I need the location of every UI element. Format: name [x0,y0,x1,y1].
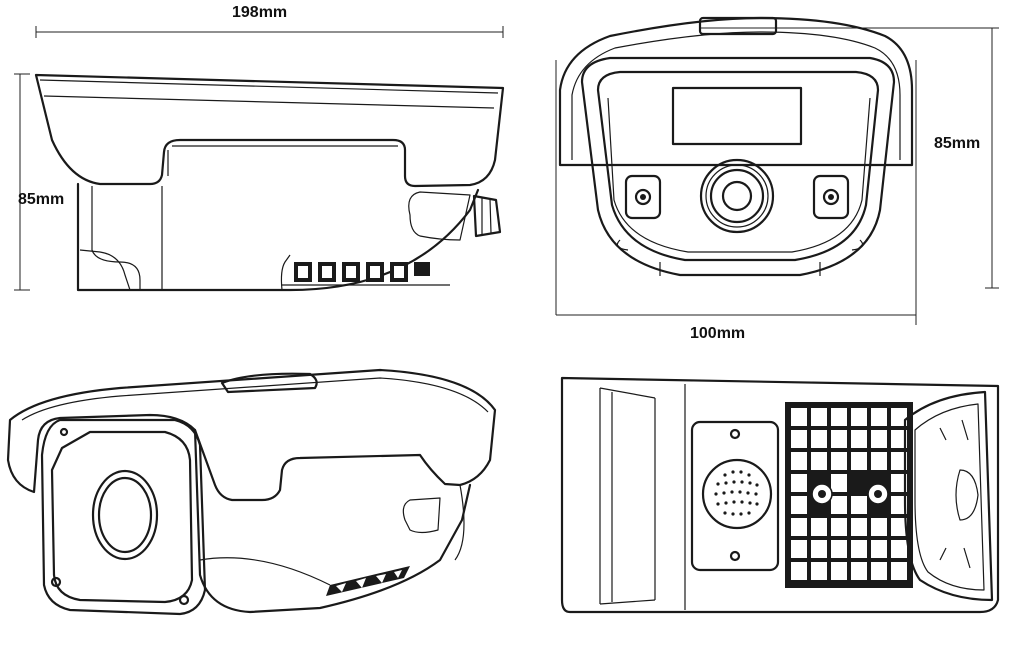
camera-body-side [76,182,480,292]
screw-pad-right [812,174,850,220]
connector-plate [690,420,780,572]
cable-gland [472,194,502,238]
front-bezel-perspective [40,418,207,616]
perspective-view [6,368,497,616]
sun-shield-perspective [6,368,497,502]
dimension-label-width-top: 198mm [232,4,288,21]
housing-bottom [560,376,1000,614]
lens-front [699,158,775,234]
vent-slots-perspective [326,566,410,596]
ir-window [671,86,803,146]
connector-pins [714,470,759,516]
dimension-label-width-front: 100mm [690,325,746,342]
vent-slots-side [294,262,430,282]
front-view [555,16,999,325]
end-shroud-bottom [903,390,994,602]
lens-perspective [91,469,159,561]
heat-sink-grid [785,402,913,588]
screw-pad-left [624,174,662,220]
bottom-view [560,376,1000,614]
side-view [14,26,505,292]
camera-body-perspective [193,428,472,614]
housing-front [580,56,896,277]
dimension-label-height-side: 85mm [18,191,65,208]
sun-shield-side [34,73,505,188]
connector-port [701,458,773,530]
dimension-label-height-front: 85mm [934,135,981,152]
